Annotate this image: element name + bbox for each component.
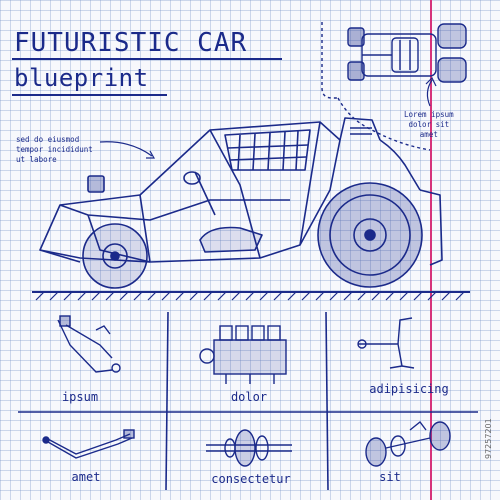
subtitle-underline (12, 94, 167, 96)
part-label-5: consectetur (211, 472, 291, 486)
part-label-4: amet (71, 470, 101, 484)
margin-line (430, 0, 432, 500)
title-underline (12, 58, 282, 60)
part-label-1: ipsum (61, 390, 99, 404)
part-label-2: dolor (230, 390, 268, 404)
page-subtitle: blueprint (14, 64, 149, 92)
page-title: FUTURISTIC CAR (14, 28, 248, 58)
note-right: Lorem ipsum dolor sit amet (404, 110, 454, 139)
part-label-6: sit (379, 470, 401, 484)
part-label-3: adipisicing (369, 382, 449, 396)
note-left: sed do eiusmod tempor incididunt ut labo… (16, 135, 93, 164)
stock-id-watermark: 97257201 (484, 418, 493, 460)
